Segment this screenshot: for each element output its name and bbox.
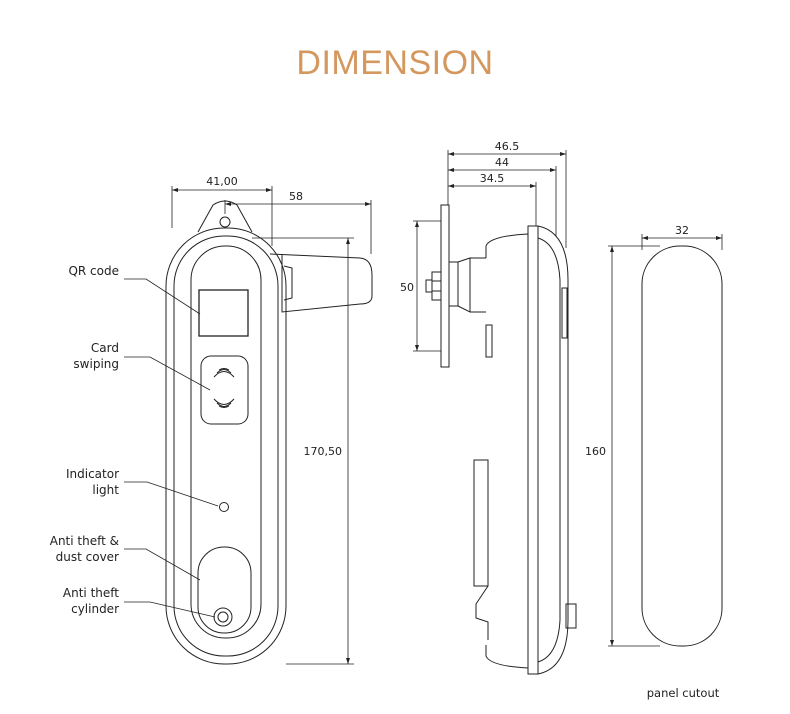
callout-cylinder-line2: cylinder <box>71 602 119 616</box>
spindle <box>448 261 459 307</box>
anti-theft-cover <box>197 546 252 634</box>
side-dimensions <box>413 150 567 352</box>
dim-cutout-width: 32 <box>675 224 689 237</box>
front-body-inner-outline <box>173 235 279 657</box>
callout-indicator-line2: light <box>92 483 119 497</box>
cover-button <box>561 287 568 339</box>
handle <box>269 253 373 313</box>
mounting-hole <box>219 216 231 228</box>
dim-flange: 50 <box>400 281 414 294</box>
front-face <box>190 245 262 639</box>
indicator-light <box>219 502 229 512</box>
callout-cover-line1: Anti theft & <box>50 534 119 548</box>
nut <box>431 271 442 301</box>
rfid-wave-icon-bottom <box>213 398 235 408</box>
cylinder-side <box>565 603 577 629</box>
rfid-wave-icon-top <box>213 368 235 378</box>
cylinder-inner <box>217 611 229 623</box>
callout-cylinder-line1: Anti theft <box>63 586 119 600</box>
cylinder-outer <box>213 607 233 627</box>
dim-depth-total: 46.5 <box>495 140 520 153</box>
mounting-flange <box>440 204 450 368</box>
front-cover-profile <box>537 225 569 675</box>
front-body-outline <box>165 227 287 665</box>
front-cover-inner <box>537 237 561 663</box>
latch-block <box>473 459 489 587</box>
body-back <box>485 233 529 669</box>
spindle-collar <box>457 257 471 313</box>
dim-depth-inner: 34.5 <box>480 172 505 185</box>
front-dimensions <box>171 186 372 665</box>
dim-depth-mid: 44 <box>495 156 509 169</box>
callout-leaders <box>124 278 219 618</box>
callout-card-line2: swiping <box>73 357 119 371</box>
dim-cutout-height: 160 <box>585 445 606 458</box>
dim-height: 170,50 <box>304 445 343 458</box>
cutout-dimensions <box>608 234 723 647</box>
latch-hook <box>475 585 489 640</box>
handle-grip <box>283 265 293 301</box>
panel-cutout-caption: panel cutout <box>646 686 720 700</box>
bezel <box>527 225 539 675</box>
qr-code-window <box>198 289 249 337</box>
dim-handle-reach: 58 <box>289 190 303 203</box>
side-view <box>425 204 577 675</box>
callout-qr-code: QR code <box>68 264 119 278</box>
page-title: DIMENSION <box>296 44 494 82</box>
cutout-outline <box>641 245 723 647</box>
front-view <box>165 200 373 665</box>
callout-cover-line2: dust cover <box>56 550 119 564</box>
callout-card-line1: Card <box>91 341 119 355</box>
bolt-end <box>425 279 433 293</box>
callout-indicator-line1: Indicator <box>66 467 119 481</box>
dim-width: 41,00 <box>206 175 238 188</box>
card-reader <box>200 355 249 425</box>
arrowheads <box>172 152 722 664</box>
side-rib <box>485 324 493 358</box>
panel-cutout <box>641 245 723 647</box>
